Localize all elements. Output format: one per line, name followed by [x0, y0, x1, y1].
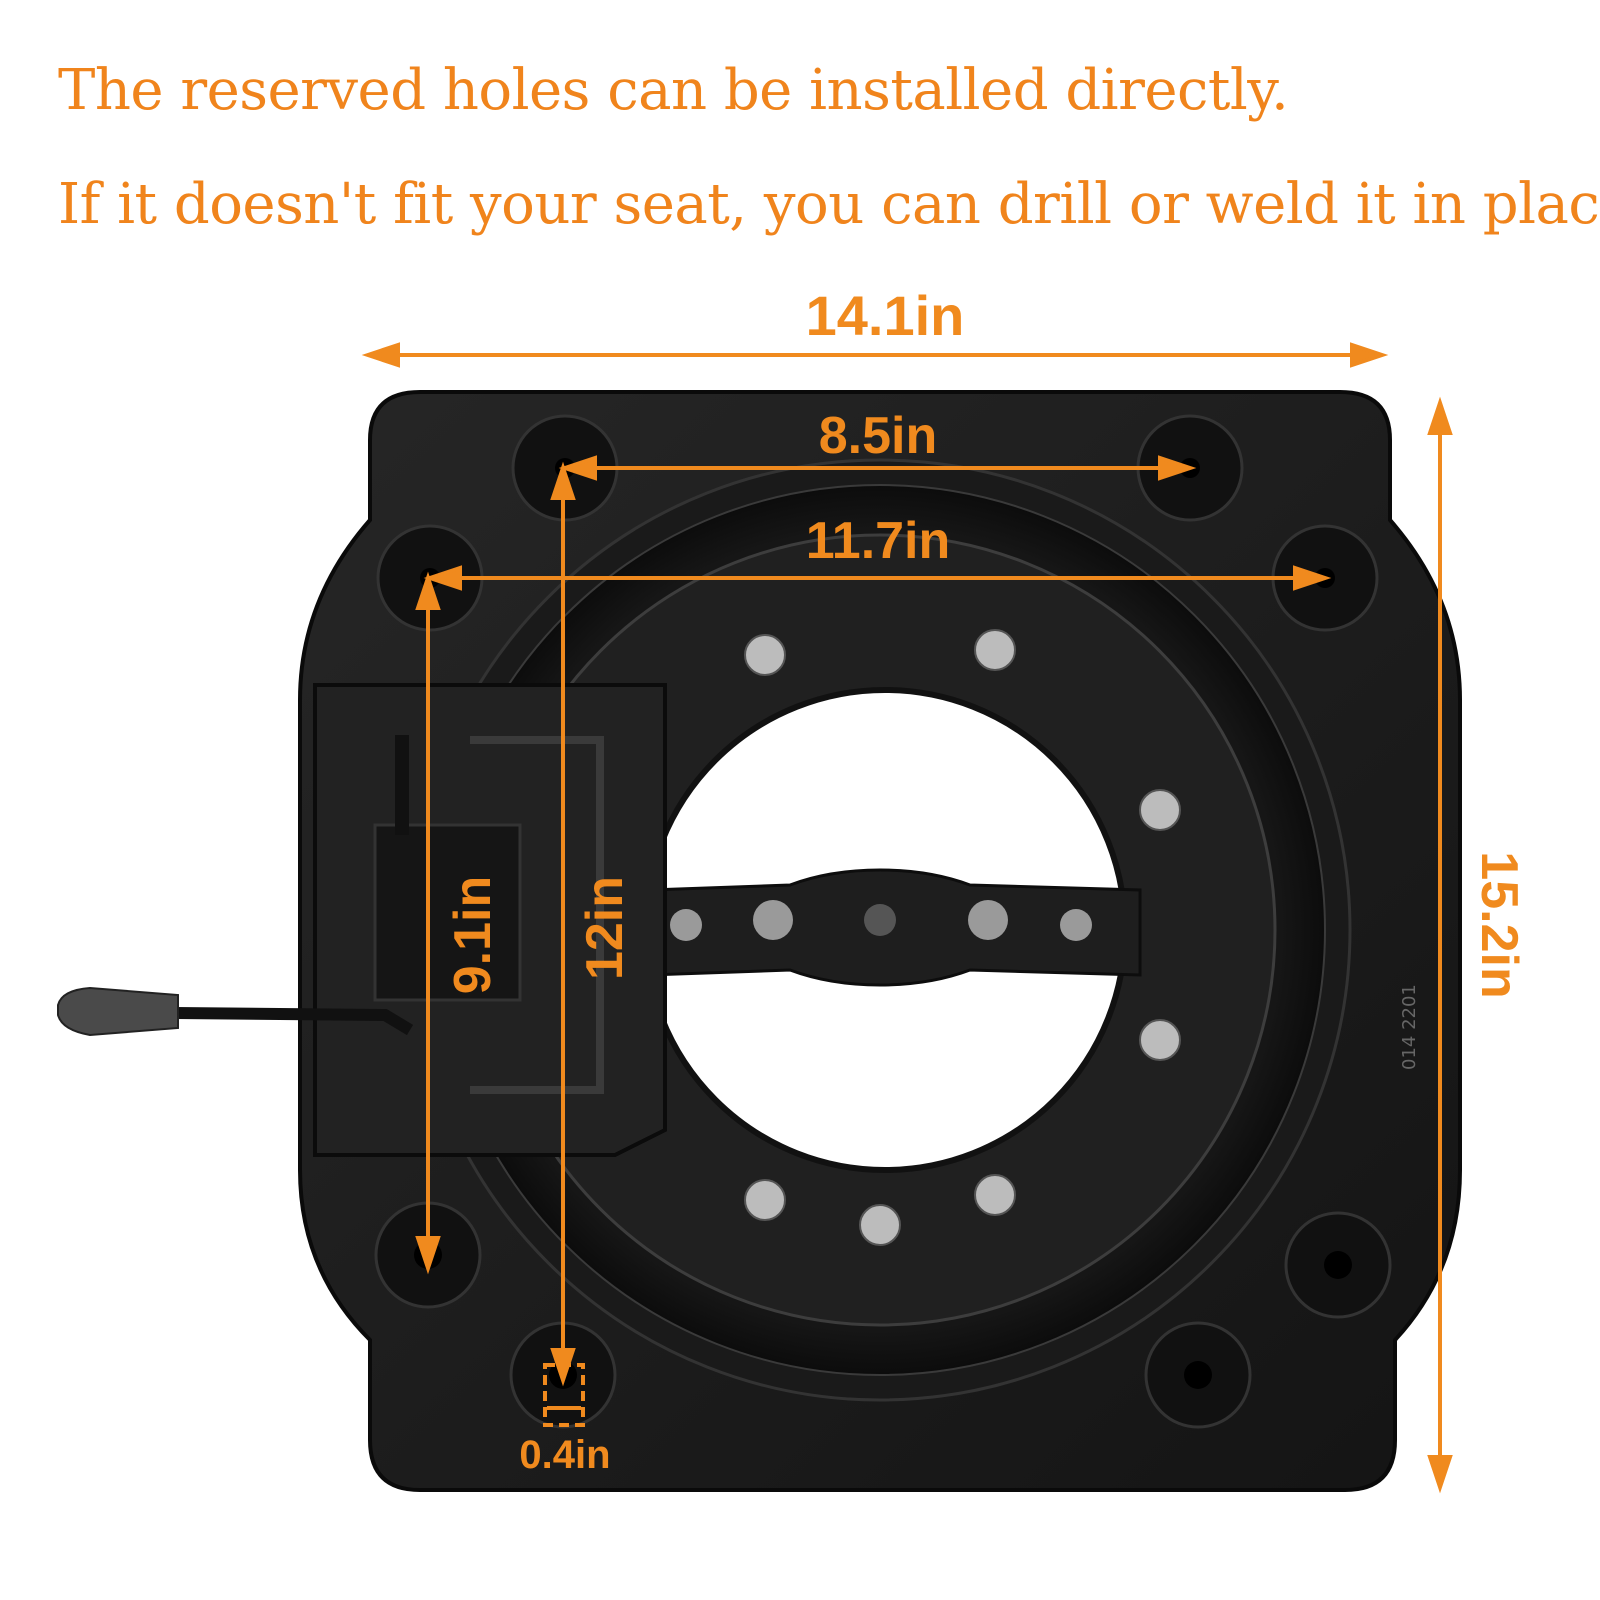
release-lever[interactable] — [57, 735, 414, 1037]
hole-diameter-box — [543, 1363, 585, 1427]
dim-9-1in: 9.1in — [444, 876, 502, 995]
plate-marking: 014 2201 — [1399, 984, 1420, 1070]
dim-12in: 12in — [576, 876, 634, 980]
caption-line-1: The reserved holes can be installed dire… — [58, 58, 1289, 123]
caption-line-2: If it doesn't fit your seat, you can dri… — [58, 172, 1600, 237]
center-crossbar — [648, 868, 1142, 987]
dim-14-1in: 14.1in — [806, 284, 965, 347]
dim-15-2in: 15.2in — [1470, 851, 1528, 998]
dimension-lines — [361, 342, 1453, 1494]
dim-0-4in: 0.4in — [519, 1433, 610, 1477]
mounting-holes — [374, 414, 1392, 1429]
dim-11-7in: 11.7in — [806, 512, 951, 570]
crossbar-holes — [670, 900, 1092, 941]
dim-8-5in: 8.5in — [819, 407, 938, 465]
